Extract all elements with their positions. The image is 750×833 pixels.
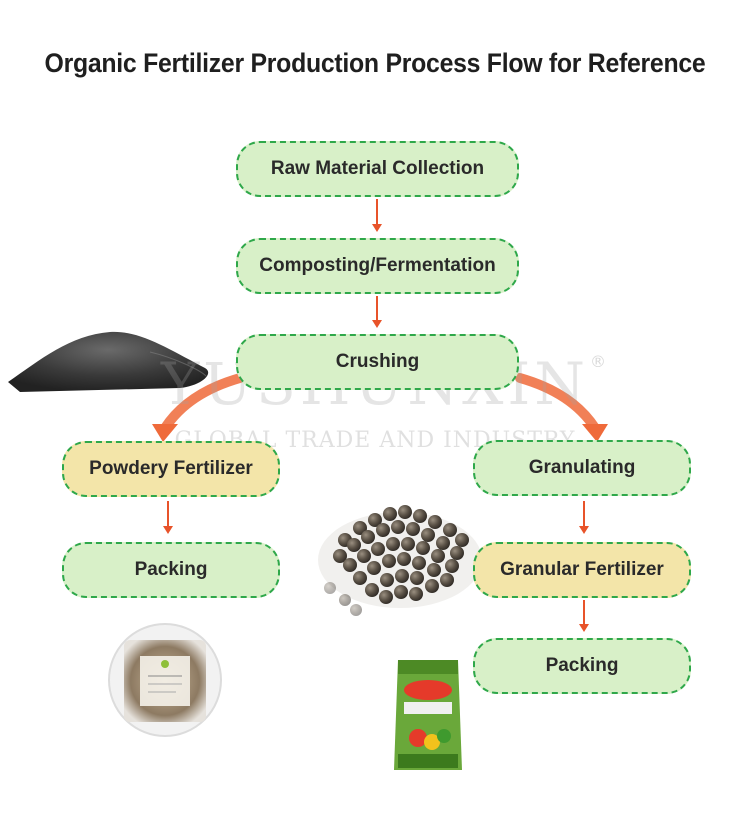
node-raw-material: Raw Material Collection	[236, 141, 519, 197]
node-granulating: Granulating	[473, 440, 691, 496]
branch-arrows	[152, 373, 608, 442]
node-powdery-label: Powdery Fertilizer	[89, 458, 253, 479]
node-granulating-label: Granulating	[528, 457, 636, 478]
watermark-registered: ®	[590, 352, 606, 371]
node-powdery-fertilizer: Powdery Fertilizer	[62, 441, 280, 497]
node-packing-right: Packing	[473, 638, 691, 694]
page-title: Organic Fertilizer Production Process Fl…	[44, 48, 706, 78]
node-granular-label: Granular Fertilizer	[500, 559, 664, 580]
node-packing-left: Packing	[62, 542, 280, 598]
node-crushing: Crushing	[236, 334, 519, 390]
node-packing-right-label: Packing	[545, 655, 619, 676]
granular-bag-image	[394, 660, 462, 770]
node-granular-fertilizer: Granular Fertilizer	[473, 542, 691, 598]
node-packing-left-label: Packing	[134, 559, 208, 580]
powder-bag-image	[108, 623, 222, 737]
flow-arrows	[163, 199, 589, 632]
node-crushing-label: Crushing	[335, 351, 420, 372]
powder-pile-image	[8, 331, 209, 392]
node-composting: Composting/Fermentation	[236, 238, 519, 294]
node-raw-material-label: Raw Material Collection	[270, 158, 485, 179]
granules-image	[318, 505, 482, 616]
node-composting-label: Composting/Fermentation	[259, 255, 496, 276]
